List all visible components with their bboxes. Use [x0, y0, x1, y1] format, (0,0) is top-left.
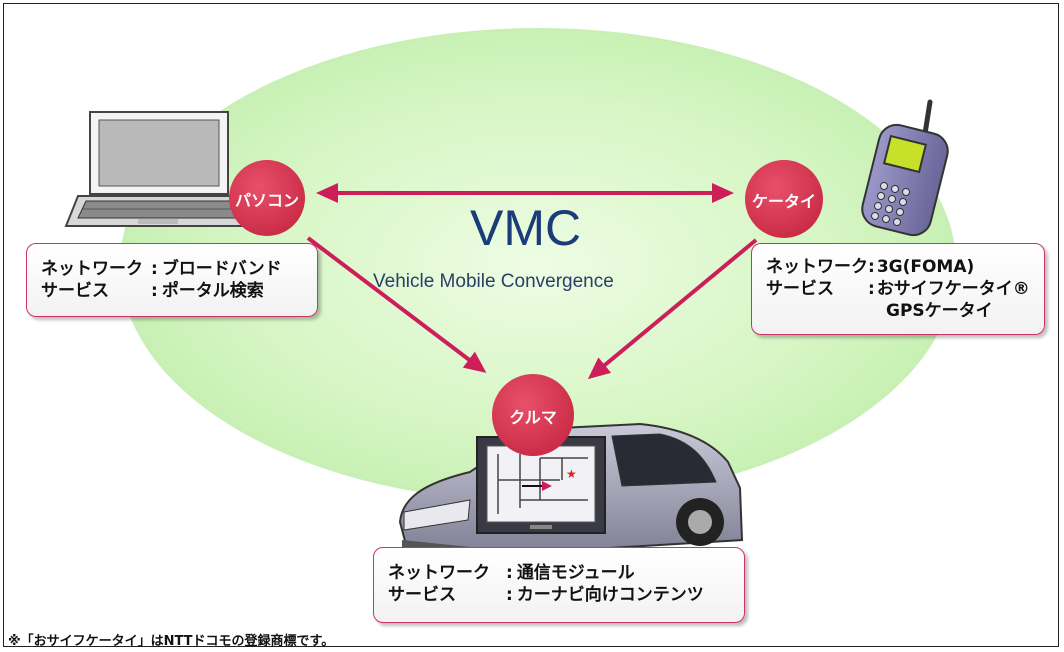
mobile-service-row-2: GPSケータイ	[766, 300, 1044, 322]
laptop-icon	[64, 111, 254, 227]
badge-pc	[229, 160, 305, 236]
mobile-network-colon: :	[868, 257, 875, 277]
mobile-service-value-2: GPSケータイ	[886, 301, 993, 321]
pc-service-label: サービス	[41, 281, 109, 301]
mobile-network-value: 3G(FOMA)	[876, 257, 975, 277]
car-network-row: ネットワーク:通信モジュール	[388, 562, 744, 584]
pc-network-label: ネットワーク	[41, 259, 143, 279]
badge-mobile-label: ケータイ	[751, 192, 816, 211]
outer-frame	[3, 3, 1059, 647]
diagram-title: VMC	[470, 200, 582, 256]
mobile-network-label: ネットワーク	[766, 257, 868, 277]
arrow-pc-car	[306, 236, 487, 373]
pc-network-value: ブロードバンド	[161, 259, 282, 279]
badge-car-label: クルマ	[509, 408, 557, 427]
pc-info-box: ネットワーク:ブロードバンド サービス:ポータル検索	[26, 243, 318, 317]
mobile-service-row: サービス:おサイフケータイ®	[766, 278, 1044, 300]
car-network-label: ネットワーク	[388, 563, 490, 583]
diagram-subtitle: Vehicle Mobile Convergence	[373, 271, 614, 292]
trademark-footnote: ※「おサイフケータイ」はNTTドコモの登録商標です。	[8, 634, 335, 649]
mobile-network-row: ネットワーク:3G(FOMA)	[766, 256, 1044, 278]
car-service-colon: :	[506, 585, 513, 605]
convergence-ellipse	[120, 28, 956, 502]
car-service-row: サービス:カーナビ向けコンテンツ	[388, 584, 744, 606]
car-network-value: 通信モジュール	[516, 563, 635, 583]
badge-pc-label: パソコン	[234, 191, 299, 210]
pc-network-row: ネットワーク:ブロードバンド	[41, 258, 317, 280]
car-info-box: ネットワーク:通信モジュール サービス:カーナビ向けコンテンツ	[373, 547, 745, 623]
arrow-mobile-car	[587, 238, 758, 380]
mobile-service-value: おサイフケータイ®	[876, 279, 1030, 299]
pc-service-value: ポータル検索	[161, 281, 264, 301]
car-service-value: カーナビ向けコンテンツ	[516, 585, 704, 605]
svg-text:★: ★	[566, 467, 577, 481]
mobile-service-colon: :	[868, 279, 875, 299]
mobile-service-label: サービス	[766, 279, 834, 299]
mobile-info-box: ネットワーク:3G(FOMA) サービス:おサイフケータイ® GPSケータイ	[751, 243, 1045, 335]
pc-service-colon: :	[151, 281, 158, 301]
pc-network-colon: :	[151, 259, 158, 279]
badge-car	[492, 374, 574, 456]
mobile-phone-icon	[861, 99, 949, 237]
badge-mobile	[745, 160, 823, 238]
pc-service-row: サービス:ポータル検索	[41, 280, 317, 302]
car-network-colon: :	[506, 563, 513, 583]
car-service-label: サービス	[388, 585, 456, 605]
